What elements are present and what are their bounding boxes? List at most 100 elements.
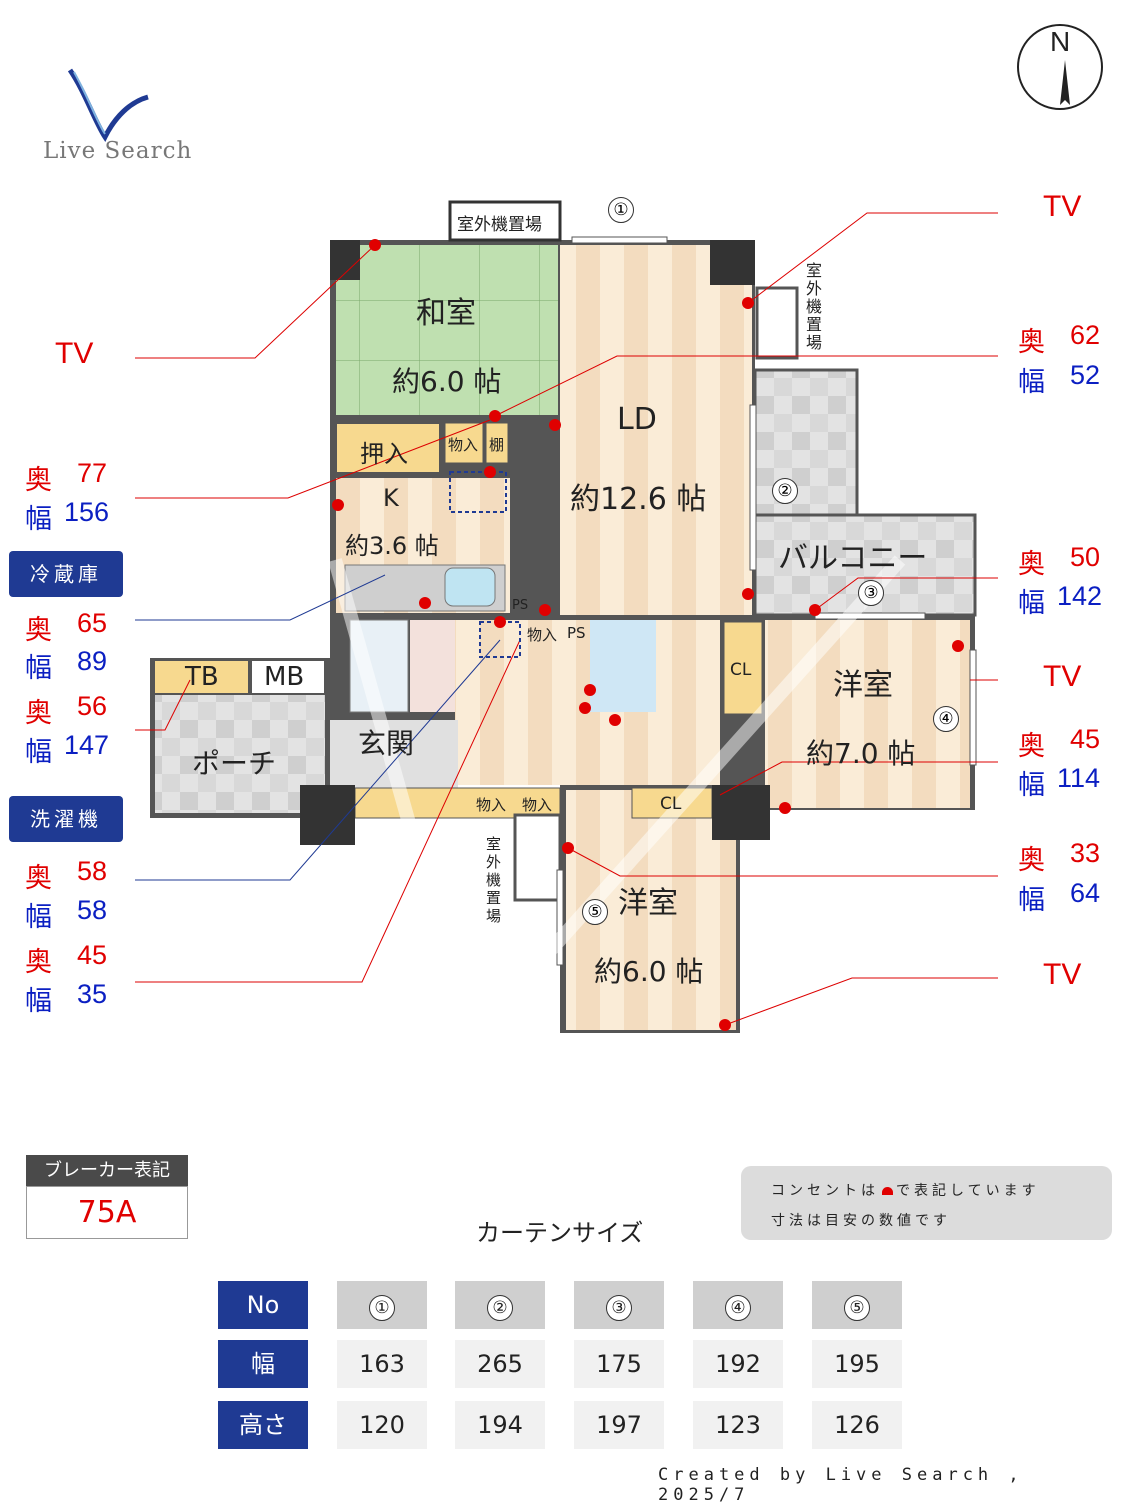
curtain-width-3: 175 xyxy=(574,1340,664,1388)
oku-value-l3: 56 xyxy=(77,691,108,721)
curtain-height-4: 123 xyxy=(693,1401,783,1449)
washer-badge: 洗濯機 xyxy=(9,796,123,842)
tv-label-right-2: TV xyxy=(1043,660,1082,693)
room-yoshitsu-1: 洋室 xyxy=(833,668,893,703)
outdoor-unit-bottom: 室外機置場 xyxy=(486,835,502,925)
oku-value-l2: 65 xyxy=(77,608,108,638)
curtain-header-width: 幅 xyxy=(218,1340,308,1388)
breaker-value: 75A xyxy=(26,1186,188,1239)
curtain-height-2: 194 xyxy=(455,1401,545,1449)
room-tana: 棚 xyxy=(489,436,505,454)
room-porch: ポーチ xyxy=(192,747,277,780)
window-marker-1: ① xyxy=(608,197,634,223)
room-ps-2: PS xyxy=(567,624,586,642)
haba-label-l4: 幅 xyxy=(25,902,52,932)
curtain-width-1: 163 xyxy=(337,1340,427,1388)
compass-arrow-icon xyxy=(1060,60,1070,105)
haba-label-r4: 幅 xyxy=(1018,885,1045,915)
curtain-height-1: 120 xyxy=(337,1401,427,1449)
room-cl-2: CL xyxy=(660,794,682,814)
room-monoire-2: 物入 xyxy=(527,626,558,644)
oku-label-l4: 奥 xyxy=(25,863,52,893)
haba-label-r3: 幅 xyxy=(1018,770,1045,800)
oku-label-r2: 奥 xyxy=(1018,549,1045,579)
note-line1b: で表記しています xyxy=(896,1183,1040,1199)
outdoor-unit-top: 室外機置場 xyxy=(457,215,542,235)
room-monoire-4: 物入 xyxy=(522,796,553,814)
oku-value-r2: 50 xyxy=(1070,542,1101,572)
room-balcony: バルコニー xyxy=(778,541,928,576)
haba-value-l4: 58 xyxy=(77,895,108,925)
window-marker-2: ② xyxy=(772,478,798,504)
oku-value-r1: 62 xyxy=(1070,320,1101,350)
oku-label-l2: 奥 xyxy=(25,615,52,645)
haba-label-l3: 幅 xyxy=(25,737,52,767)
room-washitsu-size: 約6.0 帖 xyxy=(392,365,502,398)
curtain-height-5: 126 xyxy=(812,1401,902,1449)
room-k-size: 約3.6 帖 xyxy=(345,532,439,560)
curtain-no-1: ① xyxy=(337,1281,427,1329)
oku-value-r3: 45 xyxy=(1070,724,1101,754)
outlet-note: コンセントは で表記しています 寸法は目安の数値です xyxy=(741,1166,1112,1240)
curtain-header-height: 高さ xyxy=(218,1401,308,1449)
oku-value-l5: 45 xyxy=(77,940,108,970)
room-ps-1: PS xyxy=(512,598,529,613)
oku-label-r4: 奥 xyxy=(1018,845,1045,875)
haba-label-l1: 幅 xyxy=(25,504,52,534)
room-oshiire: 押入 xyxy=(360,440,408,468)
curtain-no-4: ④ xyxy=(693,1281,783,1329)
haba-label-r1: 幅 xyxy=(1018,367,1045,397)
tv-label-right-3: TV xyxy=(1043,958,1082,991)
curtain-width-5: 195 xyxy=(812,1340,902,1388)
live-search-logo-icon xyxy=(67,68,149,142)
oku-label-r1: 奥 xyxy=(1018,327,1045,357)
room-genkan: 玄関 xyxy=(358,727,415,760)
haba-label-r2: 幅 xyxy=(1018,588,1045,618)
outdoor-unit-right: 室外機置場 xyxy=(806,261,823,352)
haba-value-l1: 156 xyxy=(64,497,110,527)
haba-value-l2: 89 xyxy=(77,646,108,676)
curtain-width-4: 192 xyxy=(693,1340,783,1388)
curtain-height-3: 197 xyxy=(574,1401,664,1449)
brand-name: Live Search xyxy=(43,138,193,164)
floor-plan xyxy=(135,200,998,1033)
fridge-badge: 冷蔵庫 xyxy=(9,551,123,597)
haba-value-r4: 64 xyxy=(1070,878,1101,908)
haba-label-l2: 幅 xyxy=(25,653,52,683)
room-ld: LD xyxy=(617,402,657,437)
window-marker-5: ⑤ xyxy=(582,899,608,925)
room-monoire-1: 物入 xyxy=(448,436,479,454)
curtain-title: カーテンサイズ xyxy=(476,1219,644,1247)
curtain-width-2: 265 xyxy=(455,1340,545,1388)
breaker-label: ブレーカー表記 xyxy=(26,1155,188,1186)
curtain-no-5: ⑤ xyxy=(812,1281,902,1329)
oku-label-l1: 奥 xyxy=(25,465,52,495)
outlet-icon xyxy=(882,1187,893,1195)
oku-label-l5: 奥 xyxy=(25,947,52,977)
room-mb: MB xyxy=(264,662,305,692)
window-marker-3: ③ xyxy=(858,580,884,606)
room-yoshitsu-2: 洋室 xyxy=(618,886,678,921)
haba-value-l3: 147 xyxy=(64,730,110,760)
oku-label-r3: 奥 xyxy=(1018,731,1045,761)
compass-north-label: N xyxy=(1050,26,1071,57)
room-monoire-3: 物入 xyxy=(476,796,507,814)
room-yoshitsu-2-size: 約6.0 帖 xyxy=(594,955,704,988)
room-yoshitsu-1-size: 約7.0 帖 xyxy=(806,737,916,770)
tv-label-left: TV xyxy=(55,337,94,370)
haba-value-r3: 114 xyxy=(1057,763,1101,793)
curtain-no-3: ③ xyxy=(574,1281,664,1329)
oku-value-r4: 33 xyxy=(1070,838,1101,868)
tv-label-right-1: TV xyxy=(1043,190,1082,223)
curtain-header-no: No xyxy=(218,1281,308,1329)
footer-credit: Created by Live Search , 2025/7 xyxy=(658,1465,1024,1505)
curtain-no-2: ② xyxy=(455,1281,545,1329)
room-k: K xyxy=(383,484,399,512)
note-line1: コンセントは xyxy=(771,1183,879,1199)
compass-circle xyxy=(1017,24,1103,110)
note-line2: 寸法は目安の数値です xyxy=(771,1213,951,1229)
haba-value-r1: 52 xyxy=(1070,360,1101,390)
room-washitsu: 和室 xyxy=(416,296,476,331)
oku-label-l3: 奥 xyxy=(25,698,52,728)
haba-value-r2: 142 xyxy=(1057,581,1103,611)
